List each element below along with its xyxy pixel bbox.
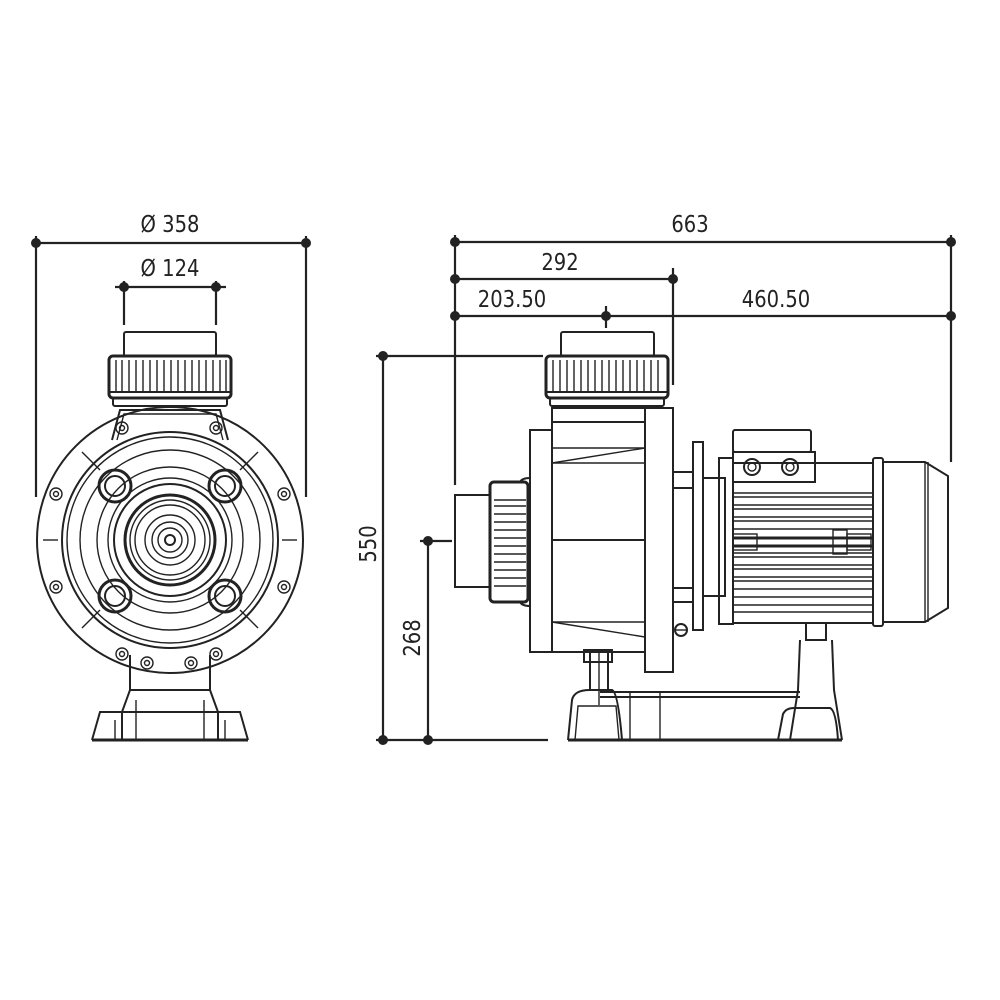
label-inlet-to-outlet-face: 292	[541, 250, 579, 276]
dim-horizontal-lines	[450, 235, 956, 485]
label-overall-height: 550	[356, 525, 382, 563]
front-volute	[36, 406, 304, 674]
side-motor	[718, 429, 949, 627]
side-pump-body	[529, 407, 674, 673]
label-overall-length: 663	[671, 212, 709, 238]
side-adapter	[672, 441, 726, 637]
label-port-diameter: Ø 124	[140, 256, 200, 282]
label-outlet-axis-to-end: 460.50	[741, 287, 811, 313]
front-bolts	[97, 468, 243, 614]
dim-overall-diameter-line	[31, 236, 311, 497]
label-inlet-to-outlet-axis: 203.50	[477, 287, 547, 313]
label-inlet-axis-height: 268	[400, 619, 426, 657]
front-base	[91, 655, 249, 742]
front-union-nut	[107, 354, 233, 407]
side-view	[376, 235, 956, 745]
side-inlet	[454, 477, 531, 607]
dim-vertical-lines	[376, 351, 548, 745]
side-base	[567, 623, 843, 742]
front-view	[31, 236, 311, 742]
label-overall-diameter: Ø 358	[140, 212, 200, 238]
side-union-nut-top	[544, 354, 670, 407]
dim-port-diameter-line	[115, 281, 226, 325]
